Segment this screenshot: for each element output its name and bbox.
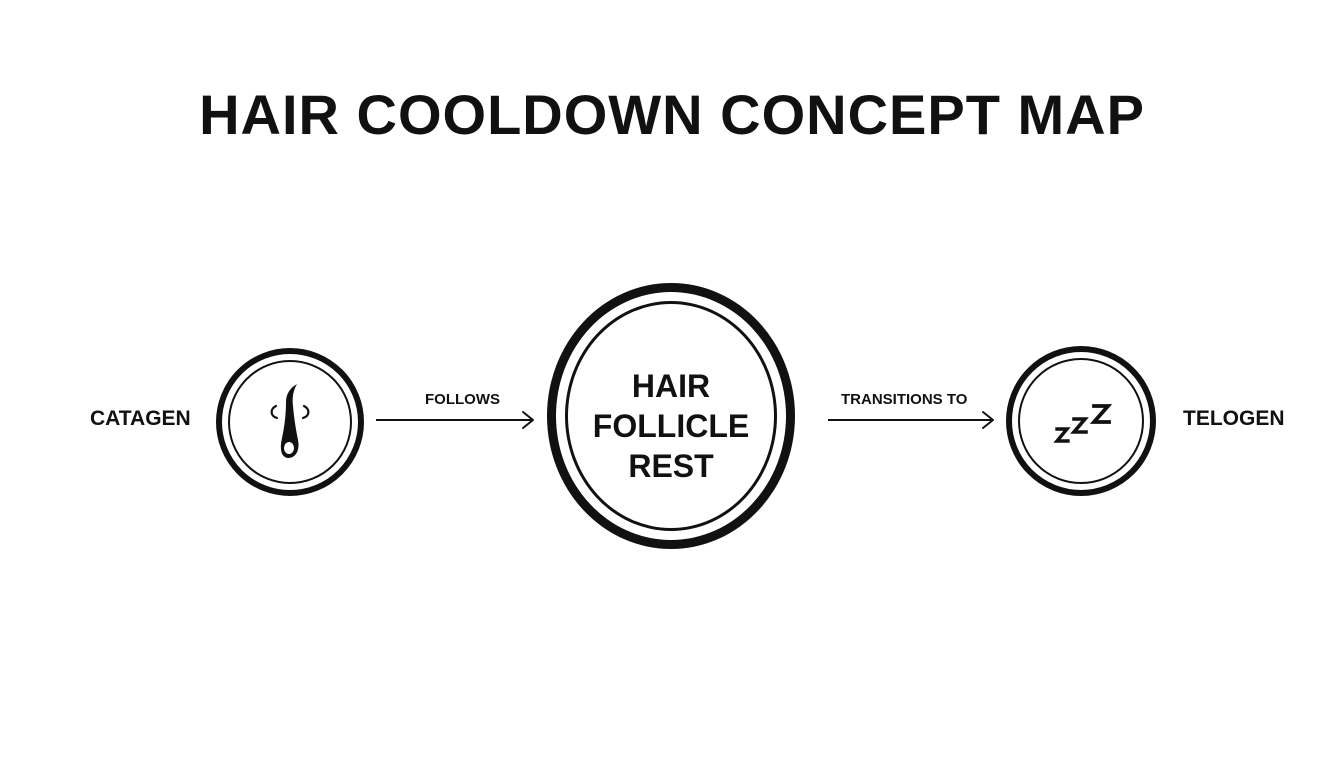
sleep-zzz-icon <box>1053 404 1113 443</box>
hair-follicle-rest-node-inner-ring <box>565 301 777 531</box>
catagen-label: CATAGEN <box>90 407 191 430</box>
transitions-to-arrow <box>828 411 994 429</box>
telogen-label: TELOGEN <box>1183 407 1285 430</box>
hair-follicle-rest-node: HAIR FOLLICLE REST <box>547 283 795 549</box>
follows-arrow <box>376 411 534 429</box>
center-line-1: HAIR <box>631 368 711 404</box>
telogen-node <box>1006 346 1156 496</box>
center-node-text: HAIR FOLLICLE REST <box>556 366 786 486</box>
center-line-3: REST <box>628 448 714 484</box>
follows-label: FOLLOWS <box>425 391 500 408</box>
page-title: HAIR COOLDOWN CONCEPT MAP <box>199 83 1145 146</box>
center-line-2: FOLLICLE <box>592 408 750 444</box>
transitions-to-label: TRANSITIONS TO <box>841 391 968 408</box>
catagen-node-inner-ring <box>228 360 352 484</box>
telogen-node-inner-ring <box>1018 358 1144 484</box>
catagen-node <box>216 348 364 496</box>
hair-follicle-icon <box>270 384 310 458</box>
